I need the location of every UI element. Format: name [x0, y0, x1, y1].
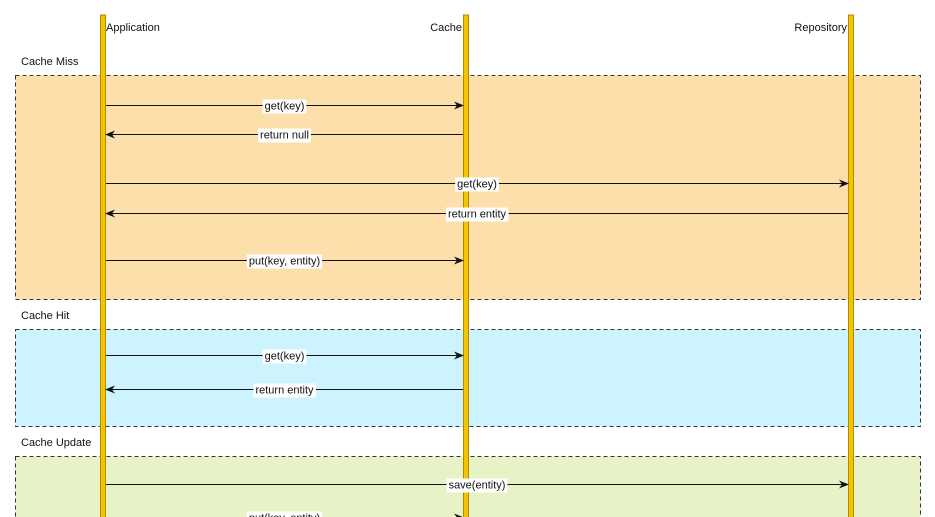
message-label-background	[262, 99, 307, 114]
section-label-cache-hit: Cache Hit	[21, 310, 70, 322]
message-label: get(key)	[265, 351, 305, 363]
lifeline-app	[100, 14, 106, 517]
messages: get(key) return null get(key) return entity…	[105, 99, 849, 517]
message-label: return null	[260, 130, 309, 142]
lifelines	[100, 14, 854, 517]
message-label-background	[445, 207, 509, 222]
participant-label-application: Application	[106, 22, 160, 34]
message-label-background	[455, 177, 499, 192]
lifeline-repo	[848, 14, 854, 517]
message-label-background	[246, 254, 323, 269]
message-arrow: return entity	[105, 383, 463, 398]
message-arrow: get(key)	[106, 177, 849, 192]
message-label: get(key)	[457, 179, 497, 191]
lifeline-cache	[463, 14, 469, 517]
message-label-background	[262, 349, 307, 364]
message-label-background	[246, 511, 323, 517]
message-label-background	[258, 128, 311, 143]
message-arrow: save(entity)	[106, 478, 849, 493]
message-label: return entity	[255, 385, 314, 397]
message-label: put(key, entity)	[249, 256, 320, 268]
message-arrow: return entity	[105, 207, 848, 222]
message-label-background	[446, 478, 508, 493]
message-label: return entity	[448, 209, 507, 221]
message-arrow: put(key, entity)	[106, 254, 464, 269]
section-label-cache-update: Cache Update	[21, 437, 92, 449]
participant-label-cache: Cache	[430, 22, 462, 34]
message-arrow: get(key)	[106, 349, 464, 364]
message-arrow: return null	[105, 128, 463, 143]
message-label: get(key)	[265, 101, 305, 113]
section-label-cache-miss: Cache Miss	[21, 56, 79, 68]
participant-label-repository: Repository	[794, 22, 847, 34]
message-arrow: put(key, entity)	[246, 511, 464, 517]
message-arrow: get(key)	[106, 99, 464, 114]
message-label: put(key, entity)	[249, 513, 320, 517]
message-label: save(entity)	[449, 480, 506, 492]
message-label-background	[253, 383, 317, 398]
